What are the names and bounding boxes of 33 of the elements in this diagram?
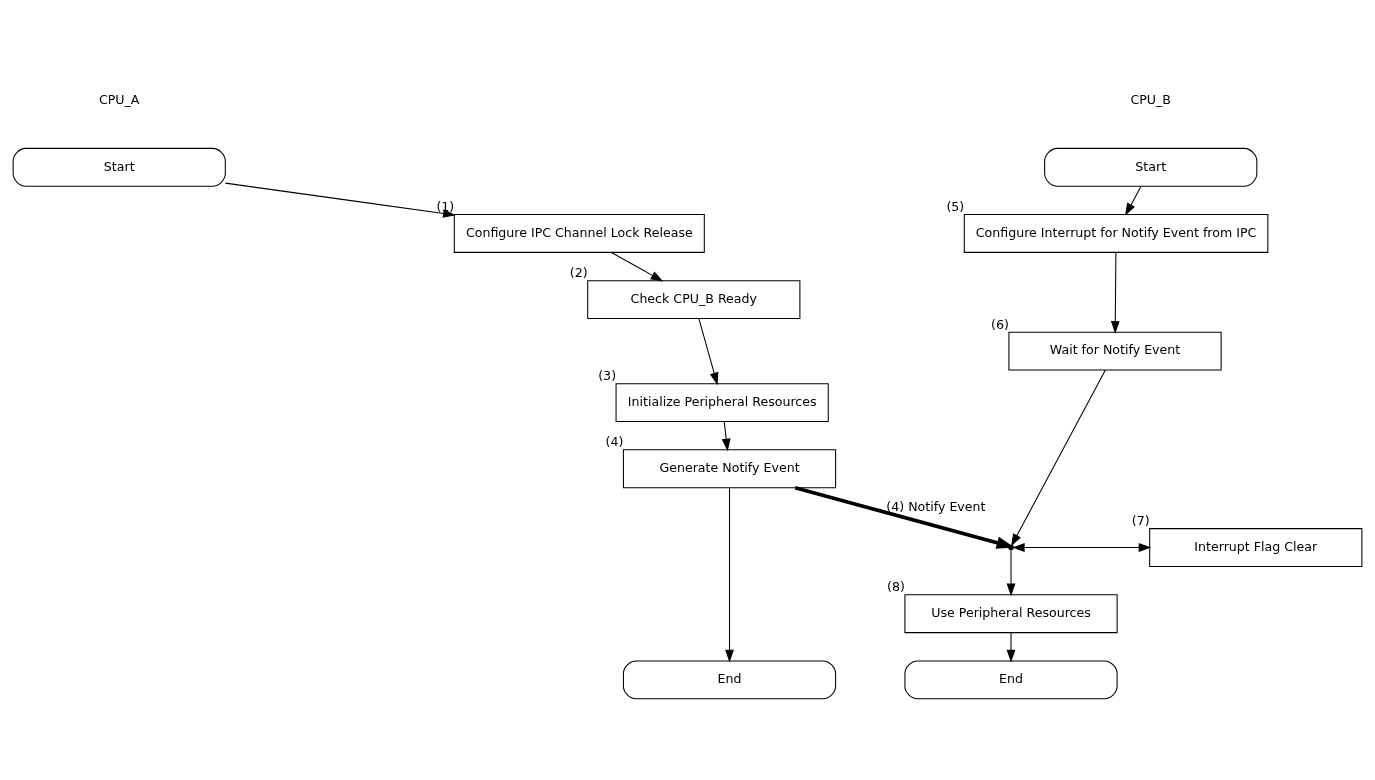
arrow: [721, 420, 731, 451]
label: CPU_A: [98, 91, 140, 107]
node-box: End: [904, 659, 1118, 699]
arrow: [610, 251, 664, 281]
arrow: [1125, 185, 1142, 216]
node-label: (3): [598, 367, 617, 383]
arrow: [1006, 549, 1016, 596]
arrow: [1110, 251, 1120, 334]
edge-label: (4) Notify Event: [886, 498, 986, 514]
node-box: Configure IPC Channel Lock Release: [453, 213, 705, 253]
node-box: Use Peripheral Resources: [904, 593, 1118, 633]
node-box: Start: [12, 147, 226, 187]
node-label: (7): [1131, 512, 1150, 528]
node-label: (2): [569, 264, 588, 280]
node-label: (5): [946, 198, 965, 214]
node-box: End: [622, 659, 837, 699]
node-label: (6): [991, 316, 1009, 332]
node-label: (1): [436, 198, 455, 214]
node-box: Interrupt Flag Clear: [1149, 527, 1363, 567]
node-box: Generate Notify Event: [622, 448, 837, 488]
node-box: Wait for Notify Event: [1008, 331, 1222, 371]
node-box: Initialize Peripheral Resources: [615, 382, 829, 422]
label: CPU_B: [1130, 91, 1172, 107]
arrow: [698, 317, 719, 385]
node-label: (8): [887, 578, 905, 594]
arrow: [224, 182, 456, 218]
arrow: [1006, 631, 1016, 662]
arrow: [1011, 369, 1106, 546]
node-box: Start: [1044, 147, 1258, 187]
node-box: Check CPU_B Ready: [587, 279, 801, 319]
node-label: (4): [605, 433, 624, 449]
arrow: [725, 486, 734, 662]
node-box: Configure Interrupt for Notify Event from IPC: [963, 213, 1269, 253]
